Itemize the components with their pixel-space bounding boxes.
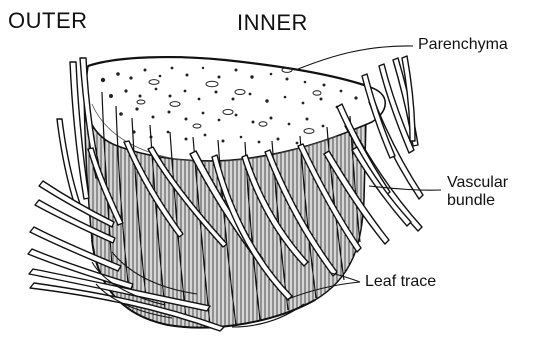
parenchyma-label: Parenchyma — [418, 36, 508, 54]
leaf-trace-label: Leaf trace — [365, 273, 436, 291]
vascular-bundle-label: Vascular bundle — [447, 174, 508, 211]
vascular-bundle-label-line-2: bundle — [447, 192, 508, 210]
outer-label: OUTER — [8, 10, 88, 32]
vascular-bundle-label-line-1: Vascular — [447, 174, 508, 192]
inner-label: INNER — [237, 12, 308, 34]
